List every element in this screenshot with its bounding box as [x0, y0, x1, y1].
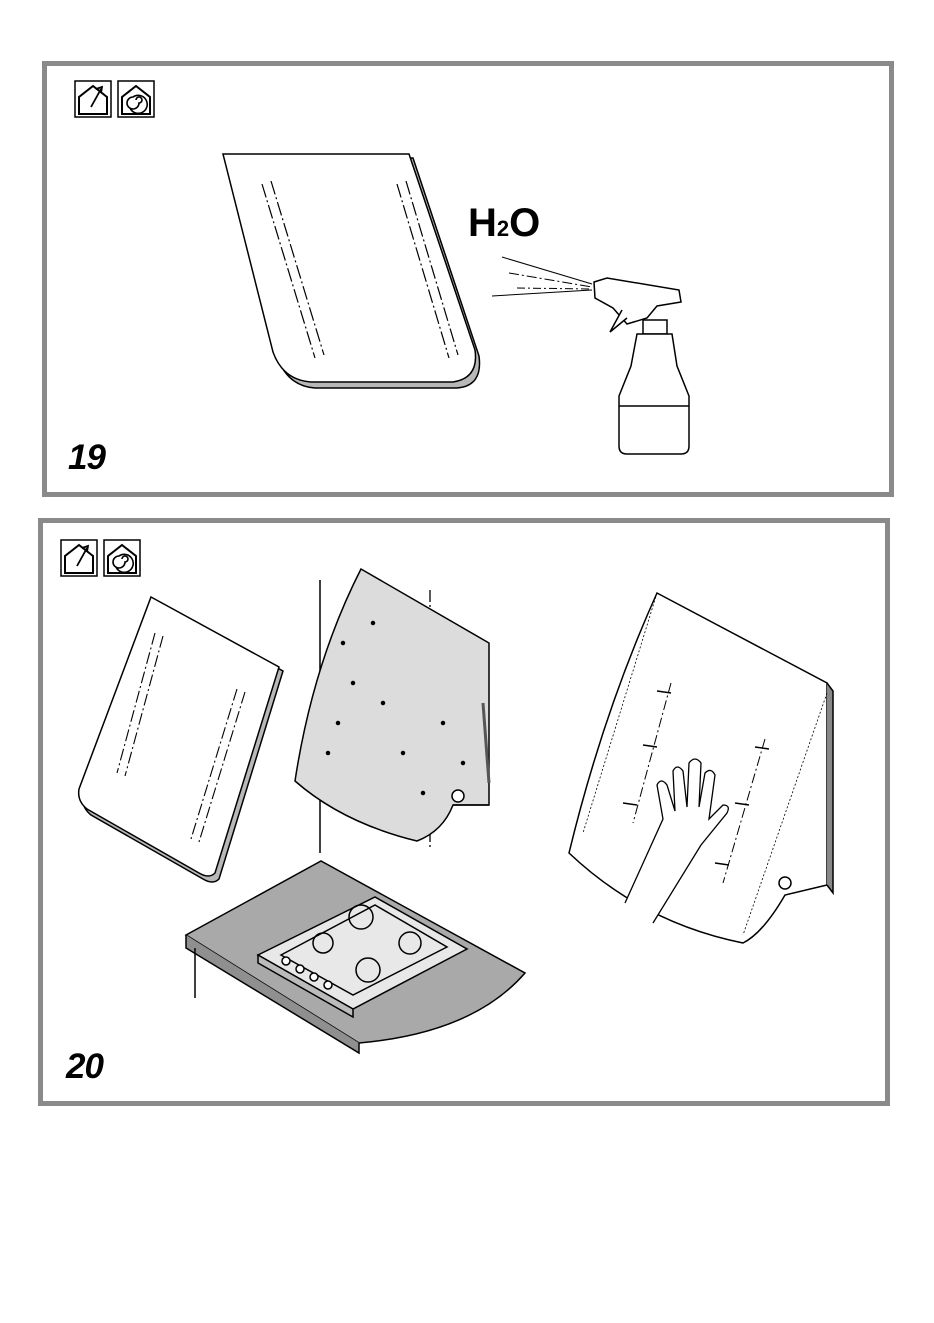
glass-panel [79, 597, 283, 882]
step-number: 19 [68, 438, 105, 478]
step-20-panel: 20 [38, 518, 890, 1106]
spray-mist [492, 257, 592, 296]
spray-bottle [594, 278, 689, 454]
step-19-illustration [47, 66, 889, 492]
step-19-panel: H2O 19 [42, 61, 894, 497]
hood-body-adhesive [295, 569, 489, 841]
h2o-label: H2O [468, 201, 540, 246]
step-number: 20 [66, 1047, 103, 1087]
step-20-illustration [43, 523, 885, 1101]
glass-panel [223, 154, 480, 388]
